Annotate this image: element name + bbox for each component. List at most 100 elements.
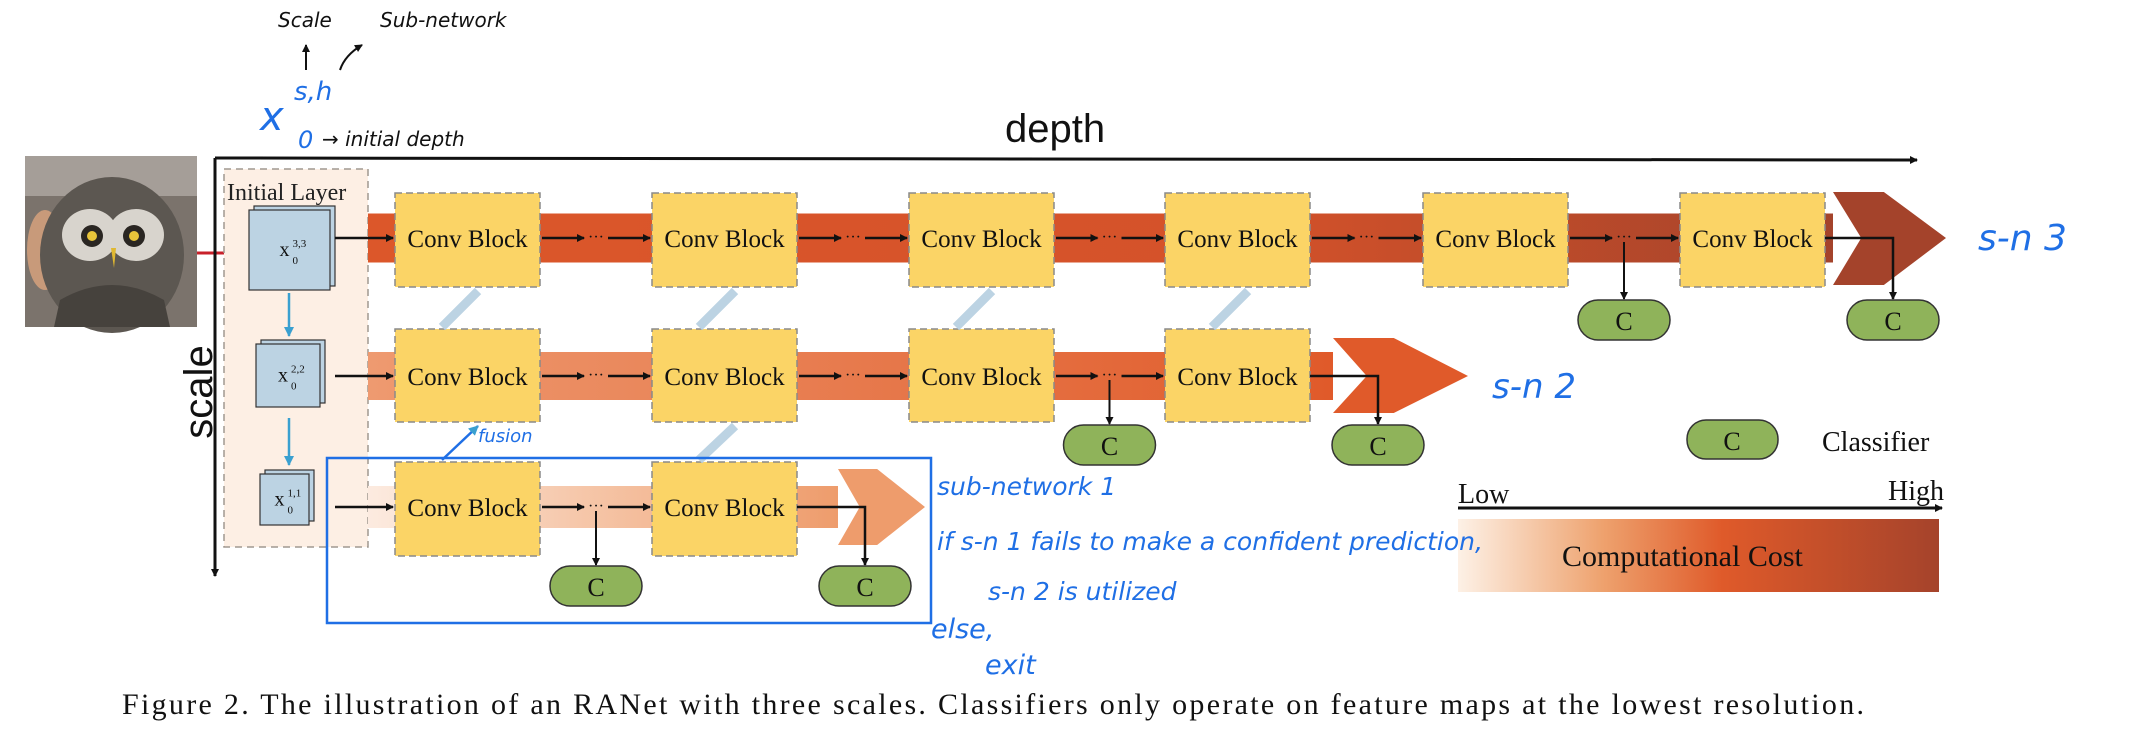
conv-block: Conv Block [908,192,1055,288]
conv-block-label: Conv Block [407,226,528,253]
conv-block-box [908,192,1055,288]
conv-block-box [1164,192,1311,288]
classifier-box [1331,424,1425,466]
classifier-label: C [856,573,873,602]
annotation-sn3: s-n 3 [1978,218,2067,259]
conv-block-box [394,192,541,288]
conv-block-label: Conv Block [921,226,1042,253]
classifier-label: C [587,573,604,602]
owl-input-image [25,156,197,333]
classifier-box [1577,299,1671,341]
fusion-arrow [1208,287,1252,331]
conv-block-label: Conv Block [664,495,785,522]
annotation-arrow-curve [339,44,363,71]
scale-row-2: Conv Block···Conv Block···Conv Block···C… [335,287,1468,466]
conv-block-box [1422,192,1569,288]
annotation-else-line: else, [931,614,994,645]
legend-classifier-symbol [1686,419,1779,460]
classifier-box [818,565,912,607]
feature-map-superscript: 1,1 [288,488,302,500]
conv-block-box [394,328,541,423]
feature-map-subscript: 0 [288,505,294,517]
classifier-arrow [1310,374,1382,425]
initial-layer-label: Initial Layer [227,180,346,206]
annotation-sn2: s-n 2 [1492,367,1576,407]
conv-block-label: Conv Block [407,364,528,391]
conv-block: Conv Block [1679,192,1826,288]
conv-block-label: Conv Block [1177,364,1298,391]
classifier: C [1846,299,1940,341]
depth-axis-label: depth [1005,107,1105,151]
ellipsis: ··· [1616,229,1632,246]
annotation-x-sup: s,h [294,77,332,107]
feature-map-superscript: 2,2 [291,364,305,376]
annotation-x-symbol: x [258,94,284,140]
classifier-arrow [1825,236,1897,300]
feature-map-subscript: 0 [293,255,299,267]
conv-block-box [908,328,1055,423]
conv-block-box [651,461,798,557]
legend-classifier-text: Classifier [1822,427,1930,458]
ellipsis: ··· [588,498,604,515]
conv-block-box [394,461,541,557]
classifier-box [1062,424,1157,466]
conv-block: Conv Block [394,328,541,423]
feature-map-subscript: 0 [291,381,297,393]
classifier: C [549,565,643,607]
conv-block: Conv Block [651,192,798,288]
conv-block-label: Conv Block [664,364,785,391]
feature-map [259,473,310,526]
classifier: C [1577,299,1671,341]
feature-map-symbol: x [280,239,290,261]
ellipsis: ··· [588,367,604,384]
conv-block: Conv Block [908,328,1055,423]
conv-block: Conv Block [1164,192,1311,288]
conv-block: Conv Block [651,461,798,557]
conv-block-label: Conv Block [921,364,1042,391]
ellipsis: ··· [1102,229,1118,246]
ellipsis: ··· [588,229,604,246]
feature-map-symbol: x [275,489,285,511]
conv-block-box [1679,192,1826,288]
legend-classifier-symbol-label: C [1723,427,1740,456]
conv-block: Conv Block [394,192,541,288]
feature-map [248,209,331,291]
classifier-label: C [1615,307,1632,336]
conv-block-box [651,192,798,288]
cost-gradient-bar [1458,519,1939,592]
feature-map-symbol: x [278,365,288,387]
annotation-initial-depth: → initial depth [322,127,465,151]
scale-arrow-head [1333,338,1468,413]
classifier-box [1846,299,1940,341]
ellipsis: ··· [1102,367,1118,384]
annotation-fusion: fusion [478,426,533,447]
classifier-arrow [797,505,869,566]
conv-block: Conv Block [394,461,541,557]
conv-block: Conv Block [651,328,798,423]
conv-block-box [651,328,798,423]
annotation-sub-network-1: sub-network 1 [937,472,1116,501]
classifier: C [1331,424,1425,466]
fusion-arrow [438,287,482,331]
annotation-exit-line: exit [985,650,1037,681]
conv-block: Conv Block [1164,328,1311,423]
scale-row-3: Conv Block ··· Conv Block ··· Conv Block ··· C… [335,192,1946,341]
classifier-box [549,565,643,607]
annotation-x-sub: 0 [298,126,313,154]
annotation-scale: Scale [278,8,332,32]
fusion-arrow [695,287,739,331]
classifier-label: C [1101,432,1118,461]
conv-block-box [1164,328,1311,423]
cost-label: Computational Cost [1562,540,1804,573]
feature-map [255,343,321,408]
feature-map-superscript: 3,3 [293,238,307,250]
annotation-if-line: if s-n 1 fails to make a confident predi… [937,527,1483,556]
conv-block: Conv Block [1422,192,1569,288]
sub-network-1-box [325,456,933,625]
ellipsis: ··· [845,229,861,246]
figure-caption: Figure 2. The illustration of an RANet w… [122,688,1864,721]
conv-block-label: Conv Block [664,226,785,253]
conv-block-label: Conv Block [1435,226,1556,253]
